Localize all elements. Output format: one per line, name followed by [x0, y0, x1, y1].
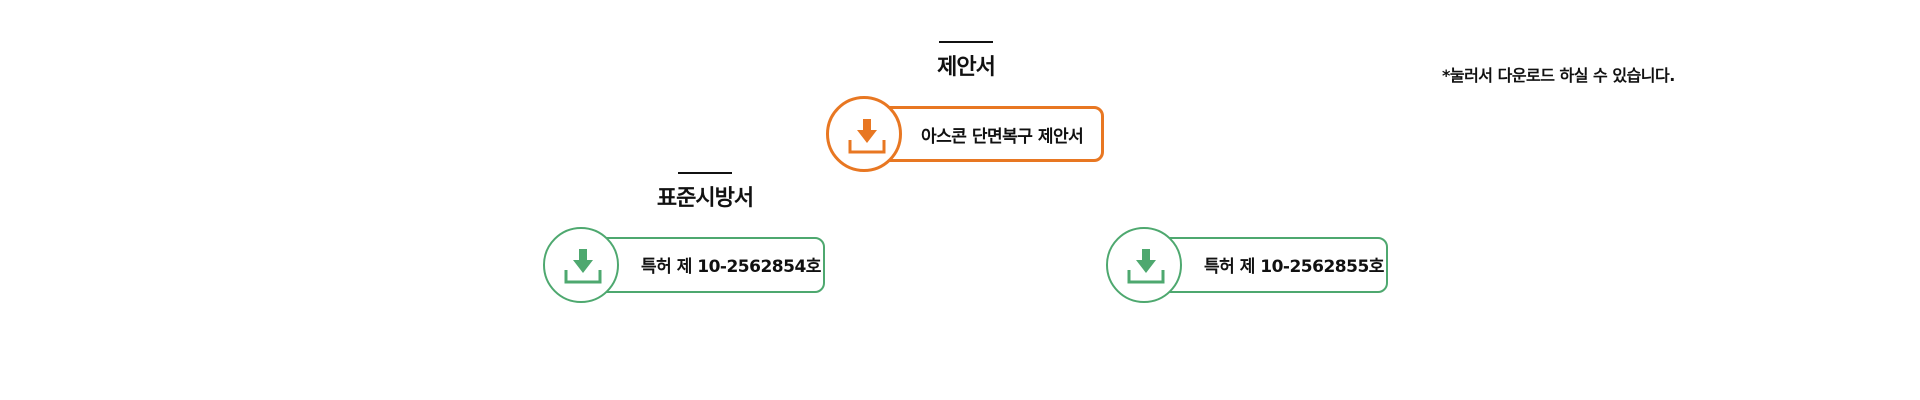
proposal-title: 제안서 — [937, 55, 996, 80]
proposal-download-button[interactable]: 아스콘 단면복구 제안서 — [826, 96, 1106, 172]
download-icon — [848, 119, 886, 154]
patent-2-download-button[interactable]: 특허 제 10-2562855호 — [1106, 227, 1388, 303]
patent-2-download-pill: 특허 제 10-2562855호 — [1144, 237, 1388, 293]
standard-title: 표준시방서 — [656, 186, 754, 211]
patent-2-download-label: 특허 제 10-2562855호 — [1204, 257, 1384, 277]
proposal-download-label: 아스콘 단면복구 제안서 — [921, 127, 1084, 147]
title-divider — [678, 172, 732, 174]
download-icon — [564, 249, 602, 284]
download-note: *눌러서 다운로드 하실 수 있습니다. — [1442, 66, 1675, 85]
title-divider — [939, 41, 993, 43]
patent-2-download-circle — [1106, 227, 1182, 303]
patent-1-download-label: 특허 제 10-2562854호 — [641, 257, 821, 277]
patent-1-download-button[interactable]: 특허 제 10-2562854호 — [543, 227, 825, 303]
proposal-download-pill: 아스콘 단면복구 제안서 — [864, 106, 1104, 162]
proposal-download-circle — [826, 96, 902, 172]
proposal-section-title: 제안서 — [906, 41, 1026, 81]
patent-1-download-circle — [543, 227, 619, 303]
download-icon — [1127, 249, 1165, 284]
standard-section-title: 표준시방서 — [630, 172, 780, 212]
